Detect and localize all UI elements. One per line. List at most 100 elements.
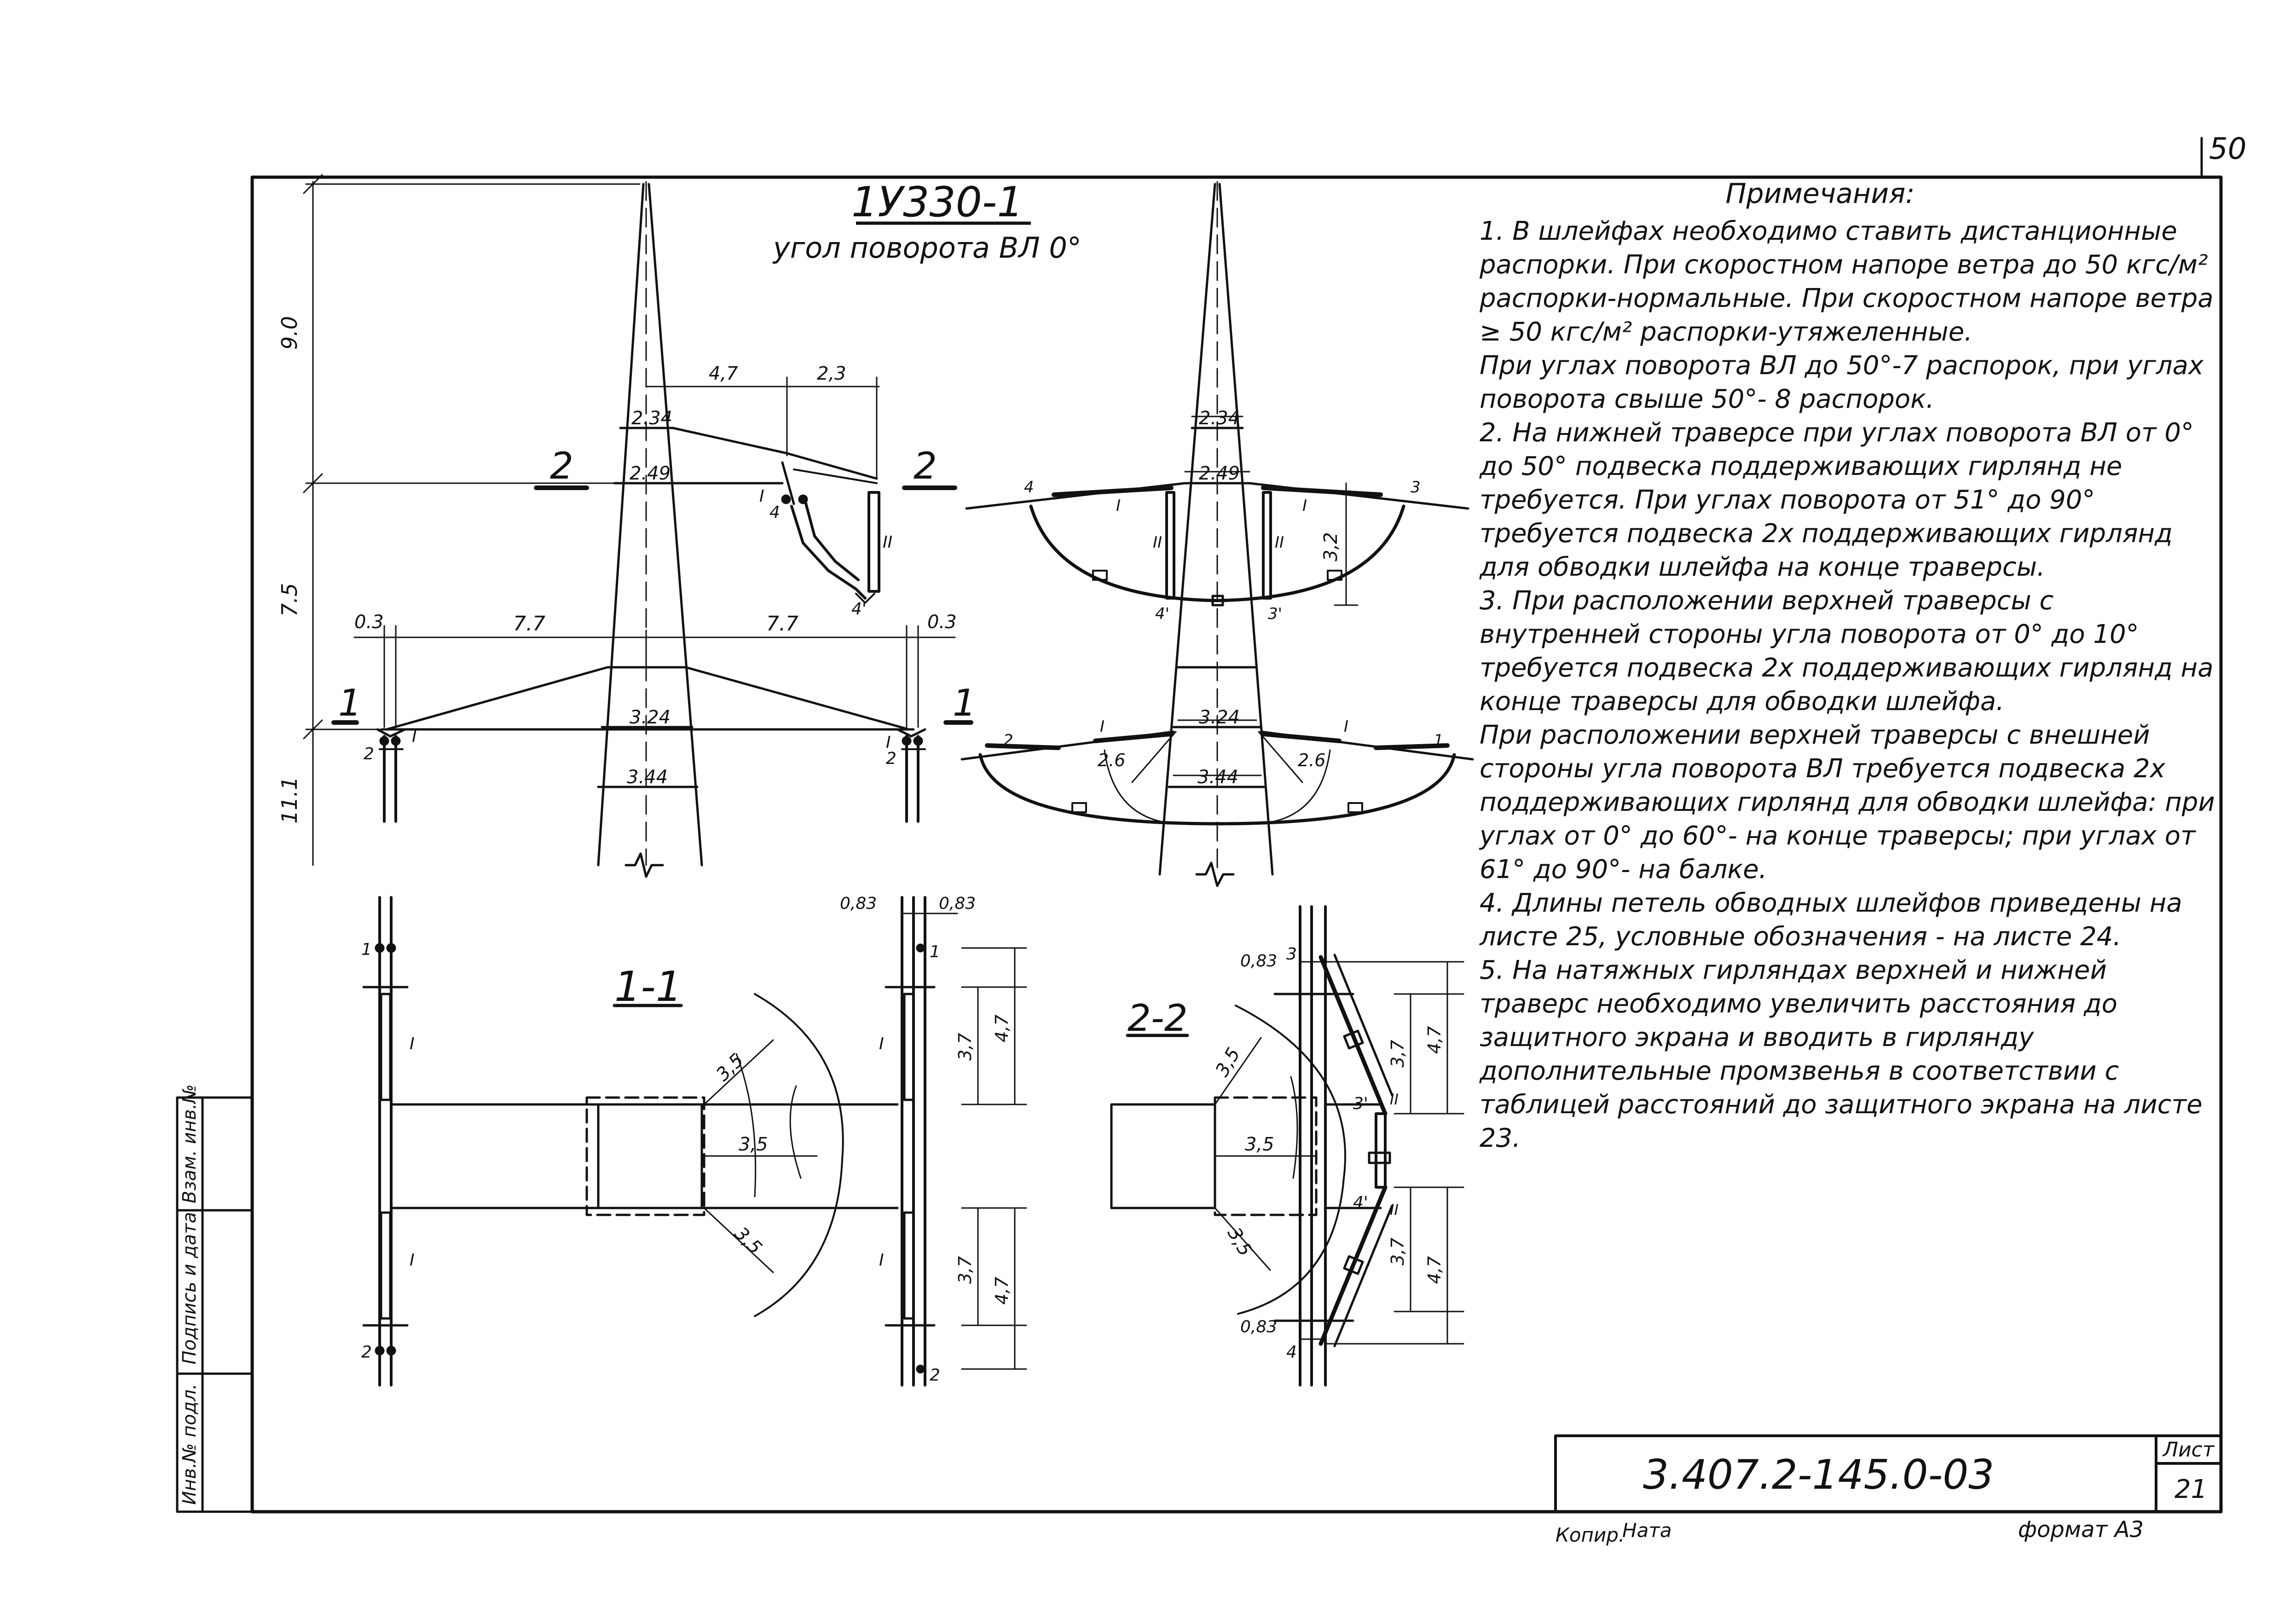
title-block xyxy=(1554,1434,2222,1513)
side-width-2-34: 2.34 xyxy=(1199,408,1240,429)
label-2-lower-left: 2 xyxy=(364,745,374,763)
dim-edge-left: 0.3 xyxy=(354,612,384,633)
section-2-2 xyxy=(1110,905,1464,1387)
dim-edge-right: 0.3 xyxy=(927,612,957,633)
side-label-i-left: I xyxy=(1116,497,1121,515)
label-4p-upper: 4' xyxy=(851,600,867,618)
note-3b: При расположении верхней траверсы с внеш… xyxy=(1480,720,2215,884)
side-label-i-right: I xyxy=(1302,497,1307,515)
sec2-dim-h2: 4,7 xyxy=(1424,1026,1445,1054)
label-i-lower-left: I xyxy=(412,727,417,746)
side-dim-r-right: 2.6 xyxy=(1298,750,1325,770)
side-label-4: 4 xyxy=(1024,478,1034,497)
side-label-ii-right: II xyxy=(1275,533,1284,552)
label-i-upper: I xyxy=(759,487,764,506)
dim-upper-b: 2,3 xyxy=(817,363,846,384)
side-dim-r-left: 2.6 xyxy=(1098,750,1125,770)
sec1-dim-h1: 3,7 xyxy=(955,1033,975,1061)
label-i-lower-right: I xyxy=(886,733,891,752)
section-mark-2-left: 2 xyxy=(550,445,573,487)
dim-top: 9.0 xyxy=(277,316,302,350)
label-4-upper: 4 xyxy=(769,503,780,522)
sheet-corner-number: 50 xyxy=(2209,132,2246,166)
note-3: 3. При расположении верхней траверсы с в… xyxy=(1480,586,2214,717)
side-label-2: 2 xyxy=(1003,731,1013,750)
sec1-label-i-left-bot: I xyxy=(410,1251,415,1270)
width-2-49: 2.49 xyxy=(630,463,671,484)
note-4: 4. Длины петель обводных шлейфов приведе… xyxy=(1480,888,2182,952)
drawing-title: 1У330-1 xyxy=(851,178,1024,226)
section-1-title: 1-1 xyxy=(614,963,682,1011)
sec1-label-i-right-top: I xyxy=(879,1035,884,1053)
section-2-title: 2-2 xyxy=(1128,997,1188,1040)
sec1-dim-b: 0,83 xyxy=(939,894,976,913)
sec2-label-4p: 4' xyxy=(1353,1193,1368,1212)
side-label-3p: 3' xyxy=(1268,605,1282,623)
sec2-dim-r3: 3,5 xyxy=(1223,1224,1256,1260)
sec2-dim-h1: 3,7 xyxy=(1388,1040,1408,1068)
sec1-dim-r2: 3,5 xyxy=(739,1134,768,1155)
footer-copied: Копир. xyxy=(1556,1524,1625,1546)
stamp-col-1: Инв.№ подл. xyxy=(179,1384,200,1505)
dim-arm-left: 7.7 xyxy=(513,612,545,636)
width-3-24: 3.24 xyxy=(630,707,671,728)
sec1-label-1: 1 xyxy=(361,940,372,959)
drawing-subtitle: угол поворота ВЛ 0° xyxy=(772,231,1081,265)
stamp-col-3: Взам. инв.№ xyxy=(179,1084,200,1203)
sec2-dim-h4: 4,7 xyxy=(1424,1256,1445,1284)
sec1-dim-h2: 4,7 xyxy=(992,1015,1012,1042)
side-width-3-44: 3.44 xyxy=(1197,767,1238,788)
dim-mid: 7.5 xyxy=(277,583,302,617)
side-view-tower xyxy=(960,181,1474,887)
side-label-1: 1 xyxy=(1434,731,1444,750)
note-1b: При углах поворота ВЛ до 50°-7 распорок,… xyxy=(1480,351,2204,414)
front-view-tower xyxy=(303,174,973,878)
sec1-dim-a: 0,83 xyxy=(840,894,877,913)
label-2-lower-right: 2 xyxy=(886,749,896,768)
footer-copied-sign: Ната xyxy=(1622,1519,1672,1542)
sec1-label-i-right-bot: I xyxy=(879,1251,884,1270)
section-mark-2-right: 2 xyxy=(914,445,937,487)
width-3-44: 3.44 xyxy=(627,767,668,788)
note-2: 2. На нижней траверсе при углах поворота… xyxy=(1480,418,2194,582)
section-mark-1-left: 1 xyxy=(338,682,362,724)
width-2-34: 2.34 xyxy=(631,408,672,429)
side-dim-drop: 3,2 xyxy=(1320,532,1342,561)
dim-arm-right: 7.7 xyxy=(766,612,798,636)
side-label-3: 3 xyxy=(1411,478,1421,497)
side-width-3-24: 3.24 xyxy=(1199,707,1240,728)
sec2-label-ii-bot: II xyxy=(1390,1201,1399,1219)
stamp-col-2: Подпись и дата xyxy=(179,1212,200,1364)
dim-bottom: 11.1 xyxy=(277,777,302,824)
side-stamp xyxy=(176,1096,254,1513)
sec1-dim-r1: 3,5 xyxy=(712,1050,748,1086)
side-label-i-lower-right: I xyxy=(1344,717,1348,736)
notes-block: Примечания: 1. В шлейфах необходимо став… xyxy=(1480,177,2216,1155)
side-label-4p: 4' xyxy=(1155,605,1169,623)
sec1-dim-r3: 3,5 xyxy=(730,1223,766,1259)
sec2-label-ii-top: II xyxy=(1390,1091,1399,1108)
sec2-dim-r1: 3,5 xyxy=(1211,1044,1244,1080)
sec2-label-4: 4 xyxy=(1286,1343,1297,1362)
sec1-label-i-left-top: I xyxy=(410,1035,415,1053)
sheet-label: Лист xyxy=(2162,1438,2215,1462)
section-1-1 xyxy=(362,896,1027,1387)
sec1-dim-h4: 4,7 xyxy=(992,1277,1012,1305)
side-width-2-49: 2.49 xyxy=(1199,463,1240,484)
side-label-i-lower-left: I xyxy=(1100,717,1105,736)
note-5: 5. На натяжных гирляндах верхней и нижне… xyxy=(1480,955,2203,1153)
drawing-code: 3.407.2-145.0-03 xyxy=(1643,1451,1994,1498)
sec2-label-3p: 3' xyxy=(1353,1094,1368,1113)
side-label-ii-left: II xyxy=(1153,533,1162,552)
dim-upper-a: 4,7 xyxy=(709,363,738,384)
sheet-number: 21 xyxy=(2174,1474,2207,1504)
section-mark-1-right: 1 xyxy=(953,682,976,724)
label-ii-upper: II xyxy=(883,533,892,552)
sec1-dim-h3: 3,7 xyxy=(955,1256,975,1284)
sec1-label-1-right: 1 xyxy=(930,942,940,961)
note-1: 1. В шлейфах необходимо ставить дистанци… xyxy=(1480,216,2214,347)
sec1-label-2-right: 2 xyxy=(930,1366,940,1385)
sec2-dim-a: 0,83 xyxy=(1240,952,1277,971)
sec1-label-2: 2 xyxy=(361,1343,372,1362)
